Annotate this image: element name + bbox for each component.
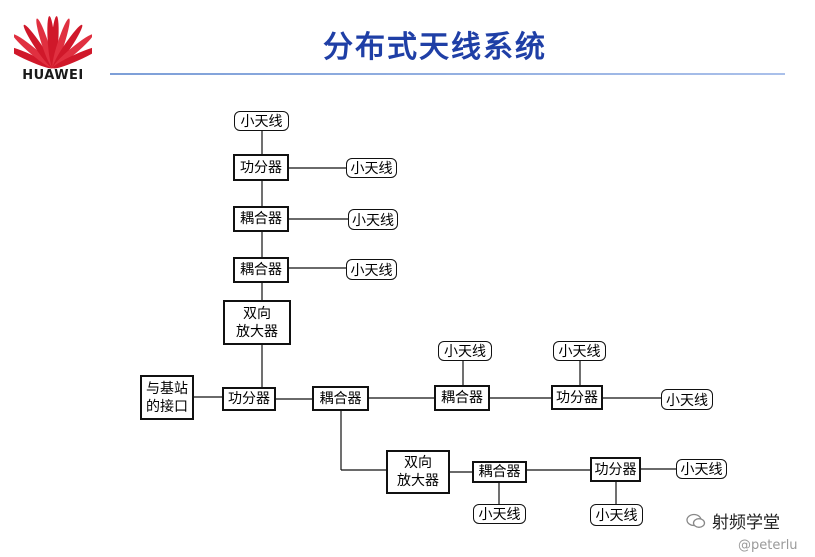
bidirectional-amplifier-2: 双向 放大器 (386, 450, 450, 494)
watermark-name: 射频学堂 (712, 513, 780, 533)
antenna-coupler-5: 小天线 (473, 504, 526, 524)
amp-label-line2: 放大器 (236, 323, 278, 340)
page-title: 分布式天线系统 (323, 30, 547, 65)
antenna-coupler-2: 小天线 (346, 259, 397, 280)
antenna-splitter-1: 小天线 (346, 158, 397, 178)
antenna-splitter-3-right: 小天线 (661, 389, 713, 410)
coupler-5: 耦合器 (472, 461, 527, 483)
bs-label-line2: 的接口 (146, 398, 188, 415)
wechat-icon (686, 513, 706, 528)
bidirectional-amplifier-1: 双向 放大器 (223, 300, 291, 345)
logo-wordmark: HUAWEI (22, 68, 84, 83)
antenna-splitter-4-bottom: 小天线 (590, 504, 643, 526)
watermark-main: 射频学堂 (686, 508, 798, 533)
coupler-4: 耦合器 (434, 385, 490, 411)
huawei-logo: HUAWEI (5, 8, 101, 84)
watermark-handle: @peterlu (738, 538, 798, 553)
power-splitter-1: 功分器 (233, 154, 289, 181)
antenna-coupler-1: 小天线 (348, 209, 398, 230)
bs-label-line1: 与基站 (146, 380, 188, 397)
amp-label-line1: 双向 (243, 305, 271, 322)
coupler-1: 耦合器 (233, 206, 289, 232)
power-splitter-3: 功分器 (551, 385, 603, 410)
power-splitter-2: 功分器 (222, 387, 276, 411)
antenna-splitter-4-right: 小天线 (676, 459, 727, 479)
antenna-top: 小天线 (234, 111, 289, 131)
coupler-2: 耦合器 (233, 257, 289, 283)
watermark: 射频学堂 @peterlu (686, 508, 798, 553)
base-station-interface: 与基站 的接口 (140, 375, 194, 420)
amp2-label-line1: 双向 (404, 455, 432, 471)
huawei-petals-icon (5, 16, 101, 69)
power-splitter-4: 功分器 (590, 457, 641, 482)
antenna-coupler-4: 小天线 (438, 341, 492, 361)
title-divider (110, 73, 785, 75)
coupler-3: 耦合器 (312, 386, 369, 411)
antenna-splitter-3-top: 小天线 (553, 341, 606, 361)
amp2-label-line2: 放大器 (397, 473, 439, 489)
